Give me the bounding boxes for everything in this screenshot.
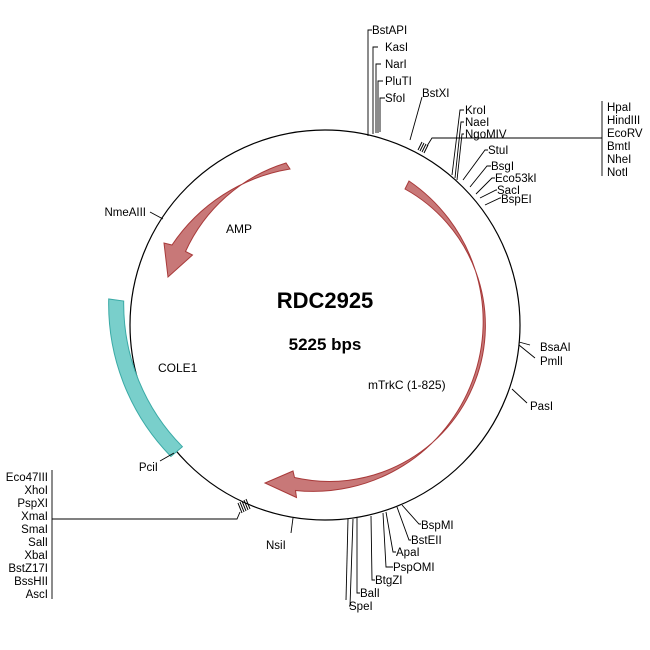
site-label[interactable]: SmaI [21, 524, 48, 536]
site-label[interactable]: StuI [488, 145, 508, 157]
plasmid-size: 5225 bps [289, 335, 362, 354]
site-label[interactable]: NarI [385, 59, 407, 71]
site-group-bstapi: BstAPI KasI NarI PluTI SfoI [367, 25, 412, 136]
site-label[interactable]: PasI [530, 401, 553, 413]
site-label[interactable]: XbaI [24, 550, 48, 562]
site-label[interactable]: XhoI [24, 485, 48, 497]
mtrkc-feature-arrow[interactable] [263, 180, 486, 499]
site-label[interactable]: HpaI [607, 102, 631, 114]
site-label[interactable]: BstAPI [372, 25, 407, 37]
site-label[interactable]: ApaI [396, 547, 420, 559]
site-label[interactable]: HindIII [607, 115, 640, 127]
site-label[interactable]: AscI [26, 589, 48, 601]
site-label[interactable]: NsiI [266, 540, 286, 552]
amp-feature-arrow[interactable] [163, 162, 291, 279]
site-label[interactable]: BstEII [411, 535, 442, 547]
site-group-pcii: PciI [139, 452, 175, 474]
site-label[interactable]: NheI [607, 154, 631, 166]
site-label[interactable]: XmaI [21, 511, 48, 523]
site-group-bspmi: BspMI BstEII ApaI PspOMI BtgZI BalI SpeI [345, 504, 454, 613]
site-label[interactable]: BspMI [421, 520, 454, 532]
site-label[interactable]: PspOMI [393, 562, 435, 574]
amp-label: AMP [226, 222, 252, 236]
site-label[interactable]: BssHII [14, 576, 48, 588]
site-label[interactable]: EcoRV [607, 128, 643, 140]
mtrkc-label: mTrkC (1-825) [368, 378, 446, 392]
site-label[interactable]: BalI [360, 588, 380, 600]
site-group-eco47iii: Eco47III XhoI PspXI XmaI SmaI SalI XbaI … [6, 470, 251, 601]
site-label[interactable]: SfoI [385, 93, 405, 105]
site-label[interactable]: Eco47III [6, 472, 48, 484]
site-label[interactable]: NaeI [465, 117, 489, 129]
site-label[interactable]: KroI [465, 105, 486, 117]
site-label[interactable]: PciI [139, 462, 158, 474]
site-group-nsii: NsiI [266, 517, 294, 552]
site-label[interactable]: BsgI [491, 161, 514, 173]
site-label[interactable]: KasI [385, 42, 408, 54]
site-label[interactable]: NotI [607, 167, 628, 179]
plasmid-name: RDC2925 [277, 288, 374, 313]
site-label[interactable]: SalI [28, 537, 48, 549]
site-label[interactable]: NgoMIV [465, 129, 507, 141]
site-group-bstxi: BstXI [409, 88, 449, 141]
site-group-hpai: HpaI HindIII EcoRV BmtI NheI NotI [417, 101, 643, 179]
plasmid-backbone [129, 129, 521, 521]
site-label[interactable]: SpeI [349, 601, 373, 613]
site-label[interactable]: PspXI [17, 498, 48, 510]
site-label[interactable]: BstXI [422, 88, 449, 100]
cole1-feature-box[interactable] [108, 298, 184, 458]
site-label[interactable]: PmlI [540, 356, 563, 368]
site-label[interactable]: BmtI [607, 141, 631, 153]
site-label[interactable]: BsaAI [540, 342, 571, 354]
site-group-pasi: PasI [511, 388, 553, 413]
site-label[interactable]: SacI [497, 185, 520, 197]
site-label[interactable]: BstZ17I [8, 563, 48, 575]
site-label[interactable]: Eco53kI [495, 173, 537, 185]
site-label[interactable]: PluTI [385, 76, 412, 88]
site-group-stui: StuI BsgI Eco53kI SacI BspEI [462, 145, 537, 206]
site-group-bsaai: BsaAI PmlI [518, 341, 571, 368]
site-label[interactable]: BtgZI [375, 575, 402, 587]
site-label[interactable]: NmeAIII [104, 207, 146, 219]
site-group-nmeaiii: NmeAIII [104, 207, 164, 220]
site-label[interactable]: BspEI [501, 194, 532, 206]
cole1-label: COLE1 [158, 361, 198, 375]
